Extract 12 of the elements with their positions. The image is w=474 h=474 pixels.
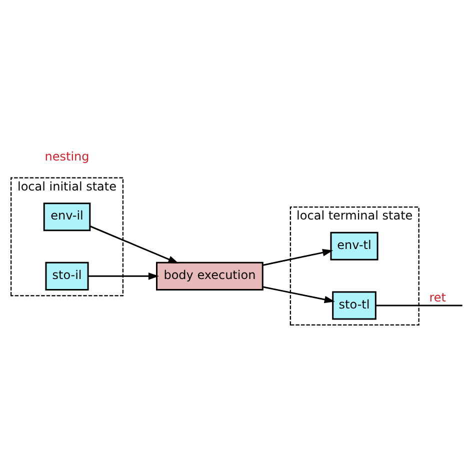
node-box: env-il	[43, 202, 91, 231]
node-box: sto-il	[45, 261, 89, 290]
arrow	[88, 272, 159, 280]
node-box: body execution	[156, 261, 264, 290]
node-box: env-tl	[330, 231, 378, 260]
arrow	[262, 248, 334, 266]
connector	[376, 304, 462, 306]
arrow	[262, 286, 335, 303]
arrow	[90, 225, 179, 264]
label: nesting	[44, 148, 90, 163]
node-box: sto-tl	[332, 290, 376, 320]
edge-label: ret	[429, 290, 446, 304]
